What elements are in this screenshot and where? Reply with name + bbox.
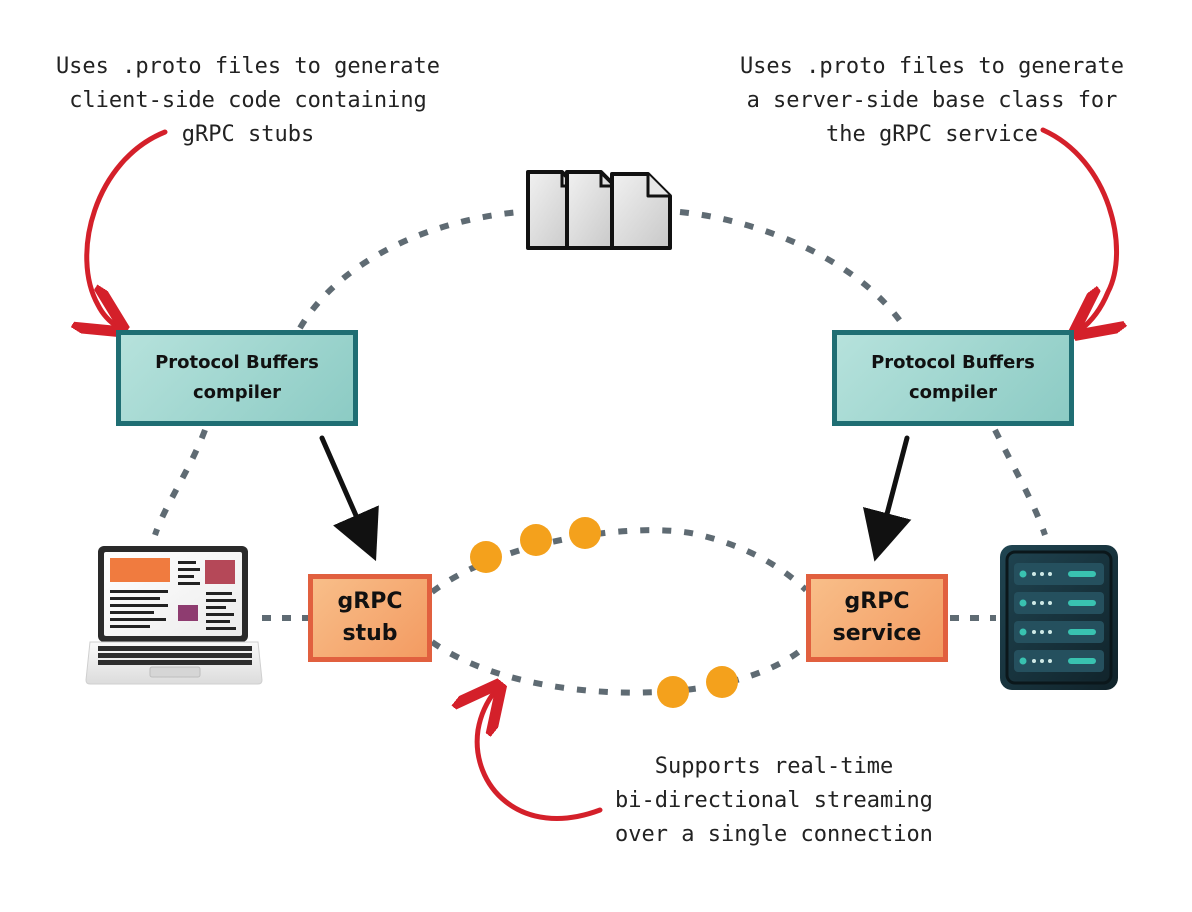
client-note-line-3: gRPC stubs <box>181 122 315 147</box>
streaming-annotation: Supports real-time bi-directional stream… <box>604 750 944 852</box>
client-protobuf-compiler: Protocol Buffers compiler <box>116 330 358 426</box>
connector-server-compiler-to-server <box>992 428 1048 536</box>
grpc-service-label-line-2: service <box>832 621 922 646</box>
connector-client-compiler-to-laptop <box>152 428 208 536</box>
grpc-stub-label-line-1: gRPC <box>337 589 403 614</box>
message-dot-icon <box>657 676 689 708</box>
message-dot-icon <box>470 541 502 573</box>
server-protobuf-compiler: Protocol Buffers compiler <box>832 330 1074 426</box>
grpc-stub-label-line-2: stub <box>342 621 398 646</box>
message-dot-icon <box>569 517 601 549</box>
client-note-line-2: client-side code containing <box>69 88 427 113</box>
client-annotation-arrow <box>87 129 168 327</box>
streaming-note-line-3: over a single connection <box>615 822 933 847</box>
grpc-service-label-line-1: gRPC <box>844 589 910 614</box>
connector-protos-to-server-compiler <box>679 209 908 330</box>
connector-client-compiler-to-protos <box>297 209 521 330</box>
server-annotation-arrow <box>1040 127 1117 330</box>
server-note-line-3: the gRPC service <box>826 122 1038 147</box>
client-compiler-to-stub-arrow <box>319 435 379 562</box>
streaming-note-line-1: Supports real-time <box>654 754 894 779</box>
server-compiler-label-line-1: Protocol Buffers <box>871 352 1035 373</box>
server-compiler-label-line-2: compiler <box>908 382 998 403</box>
server-note-line-1: Uses .proto files to generate <box>739 54 1125 79</box>
server-note-line-2: a server-side base class for <box>746 88 1118 113</box>
proto-files-icon <box>526 170 672 250</box>
server-codegen-annotation: Uses .proto files to generate a server-s… <box>732 50 1132 152</box>
laptop-icon <box>85 546 263 685</box>
client-compiler-label-line-2: compiler <box>192 382 282 403</box>
server-rack-icon <box>1000 545 1118 690</box>
streaming-annotation-arrow <box>477 690 603 821</box>
grpc-service-box: gRPC service <box>806 574 948 662</box>
message-dot-icon <box>520 524 552 556</box>
streaming-note-line-2: bi-directional streaming <box>615 788 933 813</box>
client-compiler-label-line-1: Protocol Buffers <box>155 352 319 373</box>
grpc-stub-box: gRPC stub <box>308 574 432 662</box>
message-dot-icon <box>706 666 738 698</box>
server-compiler-to-service-arrow <box>863 435 912 562</box>
connector-streaming-bottom <box>430 639 808 696</box>
client-note-line-1: Uses .proto files to generate <box>55 54 441 79</box>
client-codegen-annotation: Uses .proto files to generate client-sid… <box>48 50 448 152</box>
